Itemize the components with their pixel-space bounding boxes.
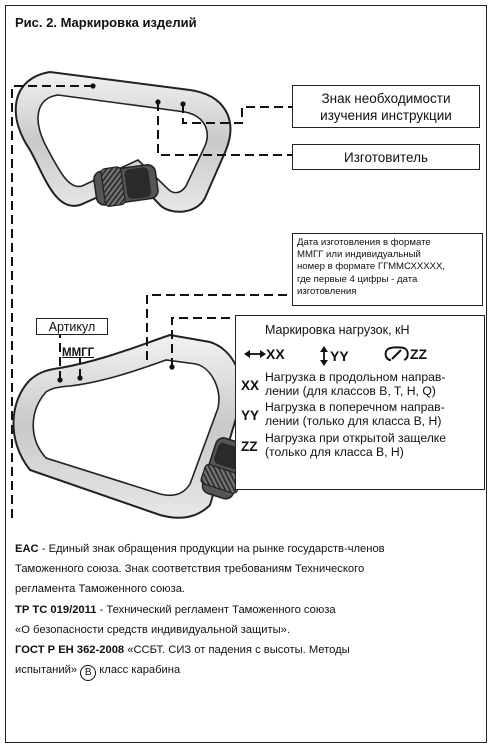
xx-description-line-2: лении (для классов B, T, H, Q) — [265, 384, 436, 398]
load-marking-title: Маркировка нагрузок, кН — [265, 323, 410, 337]
double-arrow-horizontal-icon — [244, 350, 266, 358]
open-gate-icon — [384, 346, 409, 361]
eac-text-line-3: регламента Таможенного союза. — [15, 583, 186, 596]
date-line-3: номер в формате ГГММСХХХХХ, — [297, 261, 446, 273]
gost-label: ГОСТ Р ЕН 362-2008 — [15, 644, 125, 657]
figure-title: Рис. 2. Маркировка изделий — [15, 15, 197, 30]
yy-description-line-2: лении (только для класса B, H) — [265, 414, 442, 428]
gost-text: «ССБТ. СИЗ от падения с высоты. Методы — [124, 644, 350, 657]
date-callout: Дата изготовления в формате ММГГ или инд… — [292, 233, 483, 306]
xx-code: XX — [241, 378, 260, 393]
yy-symbol-label: YY — [330, 348, 349, 364]
zz-description: Нагрузка при открытой защелке (только дл… — [265, 431, 483, 459]
yy-code: YY — [241, 408, 260, 423]
xx-description-line-1: Нагрузка в продольном направ- — [265, 370, 446, 384]
zz-symbol-label: ZZ — [410, 346, 428, 362]
eac-label: EAC — [15, 543, 39, 555]
mmgg-label: ММГГ — [62, 347, 95, 359]
zz-code: ZZ — [241, 439, 258, 454]
tr-note: ТР ТС 019/2011 - Технический регламент Т… — [15, 600, 483, 620]
figure-frame — [5, 5, 487, 743]
transverse-load-symbol: YY — [318, 346, 349, 366]
load-marking-panel: Маркировка нагрузок, кН XX YY ZZ XX Нагр… — [235, 315, 485, 490]
date-line-4: где первые 4 цифры - дата — [297, 273, 418, 285]
xx-description: Нагрузка в продольном направ- лении (для… — [265, 370, 483, 398]
top-leader-lines — [11, 85, 292, 520]
yy-description: Нагрузка в поперечном направ- лении (тол… — [265, 400, 483, 428]
instruction-sign-callout: Знак необходимости изучения инструкции — [292, 85, 480, 128]
bottom-carabiner — [12, 333, 248, 519]
tr-text: - Технический регламент Таможенного союз… — [96, 603, 336, 616]
bottom-leader-lines — [59, 294, 292, 380]
date-line-5: изготовления — [297, 285, 357, 297]
instruction-line-1: Знак необходимости — [321, 90, 451, 106]
gost-note-line-2: испытаний» B класс карабина — [15, 660, 483, 682]
gost-text-line-2: испытаний» — [15, 664, 78, 677]
yy-description-line-1: Нагрузка в поперечном направ- — [265, 400, 445, 414]
top-carabiner — [14, 70, 232, 213]
top-gate-sleeve — [93, 163, 159, 207]
class-text: класс карабина — [96, 664, 181, 677]
instruction-line-2: изучения инструкции — [320, 107, 452, 123]
manufacturer-callout: Изготовитель — [292, 144, 480, 170]
certification-notes: EAC - Единый знак обращения продукции на… — [15, 539, 483, 682]
open-gate-load-symbol: ZZ — [384, 346, 427, 362]
date-line-2: ММГГ или индивидуальный — [297, 249, 421, 261]
tr-label: ТР ТС 019/2011 — [15, 603, 97, 616]
eac-note: EAC - Единый знак обращения продукции на… — [15, 539, 483, 559]
class-b-icon: B — [80, 665, 97, 682]
double-arrow-vertical-icon — [320, 346, 328, 366]
tr-text-line-2: «О безопасности средств индивидуальной з… — [15, 623, 290, 636]
eac-text-line-2: Таможенного союза. Знак соответствия тре… — [15, 563, 365, 576]
zz-description-line-1: Нагрузка при открытой защелке — [265, 431, 447, 445]
article-callout: Артикул — [36, 318, 108, 335]
date-line-1: Дата изготовления в формате — [297, 237, 431, 248]
manufacturer-label: Изготовитель — [344, 149, 428, 165]
article-label: Артикул — [48, 319, 96, 334]
longitudinal-load-symbol: XX — [244, 346, 285, 362]
gost-note: ГОСТ Р ЕН 362-2008 «ССБТ. СИЗ от падения… — [15, 640, 483, 660]
zz-description-line-2: (только для класса B, H) — [265, 445, 404, 459]
eac-text: - Единый знак обращения продукции на рын… — [38, 543, 385, 555]
xx-symbol-label: XX — [266, 346, 285, 362]
